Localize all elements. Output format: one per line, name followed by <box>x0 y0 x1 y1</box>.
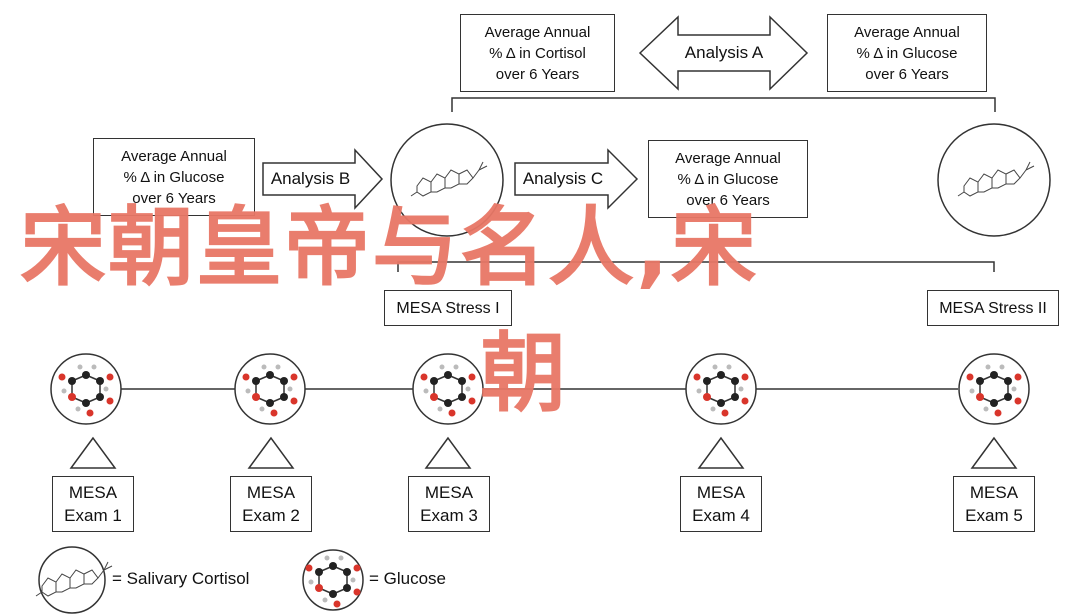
glucose-center-line1: Average Annual <box>675 149 781 167</box>
mesa-exam-3-box: MESA Exam 3 <box>408 476 490 532</box>
legend-cortisol-text: = Salivary Cortisol <box>112 569 250 588</box>
exam-5-line2: Exam 5 <box>965 506 1023 525</box>
mesa-exam-4-box: MESA Exam 4 <box>680 476 762 532</box>
triangle-1 <box>69 436 117 469</box>
cortisol-avg-line2: % Δ in Cortisol <box>489 44 586 62</box>
mesa-stress-2-box: MESA Stress II <box>927 290 1059 326</box>
glucose-average-box-left: Average Annual % Δ in Glucose over 6 Yea… <box>93 138 255 216</box>
glucose-top-line2: % Δ in Glucose <box>856 44 958 62</box>
triangle-4 <box>697 436 745 469</box>
watermark-line-1: 宋朝皇帝与名人,宋 <box>20 198 759 298</box>
analysis-c-arrow <box>514 148 639 210</box>
cortisol-circle-right <box>937 123 1051 237</box>
cortisol-circle-left <box>390 123 504 237</box>
cortisol-avg-line1: Average Annual <box>484 23 591 41</box>
glucose-circle-1 <box>50 353 122 425</box>
mesa-stress-1-box: MESA Stress I <box>384 290 512 326</box>
mesa-stress-2-label: MESA Stress II <box>939 299 1047 317</box>
mesa-exam-1-box: MESA Exam 1 <box>52 476 134 532</box>
glucose-average-box-center: Average Annual % Δ in Glucose over 6 Yea… <box>648 140 808 218</box>
mesa-exam-5-box: MESA Exam 5 <box>953 476 1035 532</box>
exam-4-line1: MESA <box>696 483 746 502</box>
glucose-circle-2 <box>234 353 306 425</box>
glucose-center-line3: over 6 Years <box>686 191 770 209</box>
glucose-left-line3: over 6 Years <box>132 189 216 207</box>
exam-2-line1: MESA <box>246 483 296 502</box>
glucose-center-line2: % Δ in Glucose <box>677 170 779 188</box>
legend-cortisol-icon <box>35 546 113 614</box>
triangle-5 <box>970 436 1018 469</box>
triangle-2 <box>247 436 295 469</box>
mesa-exam-2-box: MESA Exam 2 <box>230 476 312 532</box>
cortisol-avg-line3: over 6 Years <box>495 65 580 83</box>
analysis-a-arrow <box>638 15 809 91</box>
glucose-top-line1: Average Annual <box>854 23 960 41</box>
exam-2-line2: Exam 2 <box>242 506 300 525</box>
glucose-circle-3 <box>412 353 484 425</box>
glucose-circle-5 <box>958 353 1030 425</box>
analysis-b-arrow <box>262 148 384 210</box>
glucose-left-line1: Average Annual <box>121 147 227 165</box>
legend-glucose-text: = Glucose <box>369 569 447 588</box>
exam-1-line2: Exam 1 <box>64 506 122 525</box>
analysis-b-label: Analysis B <box>270 169 351 188</box>
exam-4-line2: Exam 4 <box>692 506 750 525</box>
top-bracket <box>451 97 996 112</box>
exam-5-line1: MESA <box>969 483 1019 502</box>
exam-3-line1: MESA <box>424 483 474 502</box>
exam-1-line1: MESA <box>68 483 118 502</box>
glucose-left-line2: % Δ in Glucose <box>123 168 225 186</box>
exam-3-line2: Exam 3 <box>420 506 478 525</box>
watermark-line-2: 朝 <box>480 324 568 424</box>
mid-bracket <box>397 261 995 272</box>
glucose-top-line3: over 6 Years <box>865 65 949 83</box>
legend-glucose-icon <box>302 549 364 611</box>
triangle-3 <box>424 436 472 469</box>
analysis-c-label: Analysis C <box>522 169 604 188</box>
cortisol-average-box: Average Annual % Δ in Cortisol over 6 Ye… <box>460 14 615 92</box>
glucose-circle-4 <box>685 353 757 425</box>
glucose-average-box-top-right: Average Annual % Δ in Glucose over 6 Yea… <box>827 14 987 92</box>
mesa-stress-1-label: MESA Stress I <box>396 299 500 317</box>
analysis-a-label: Analysis A <box>684 43 764 62</box>
